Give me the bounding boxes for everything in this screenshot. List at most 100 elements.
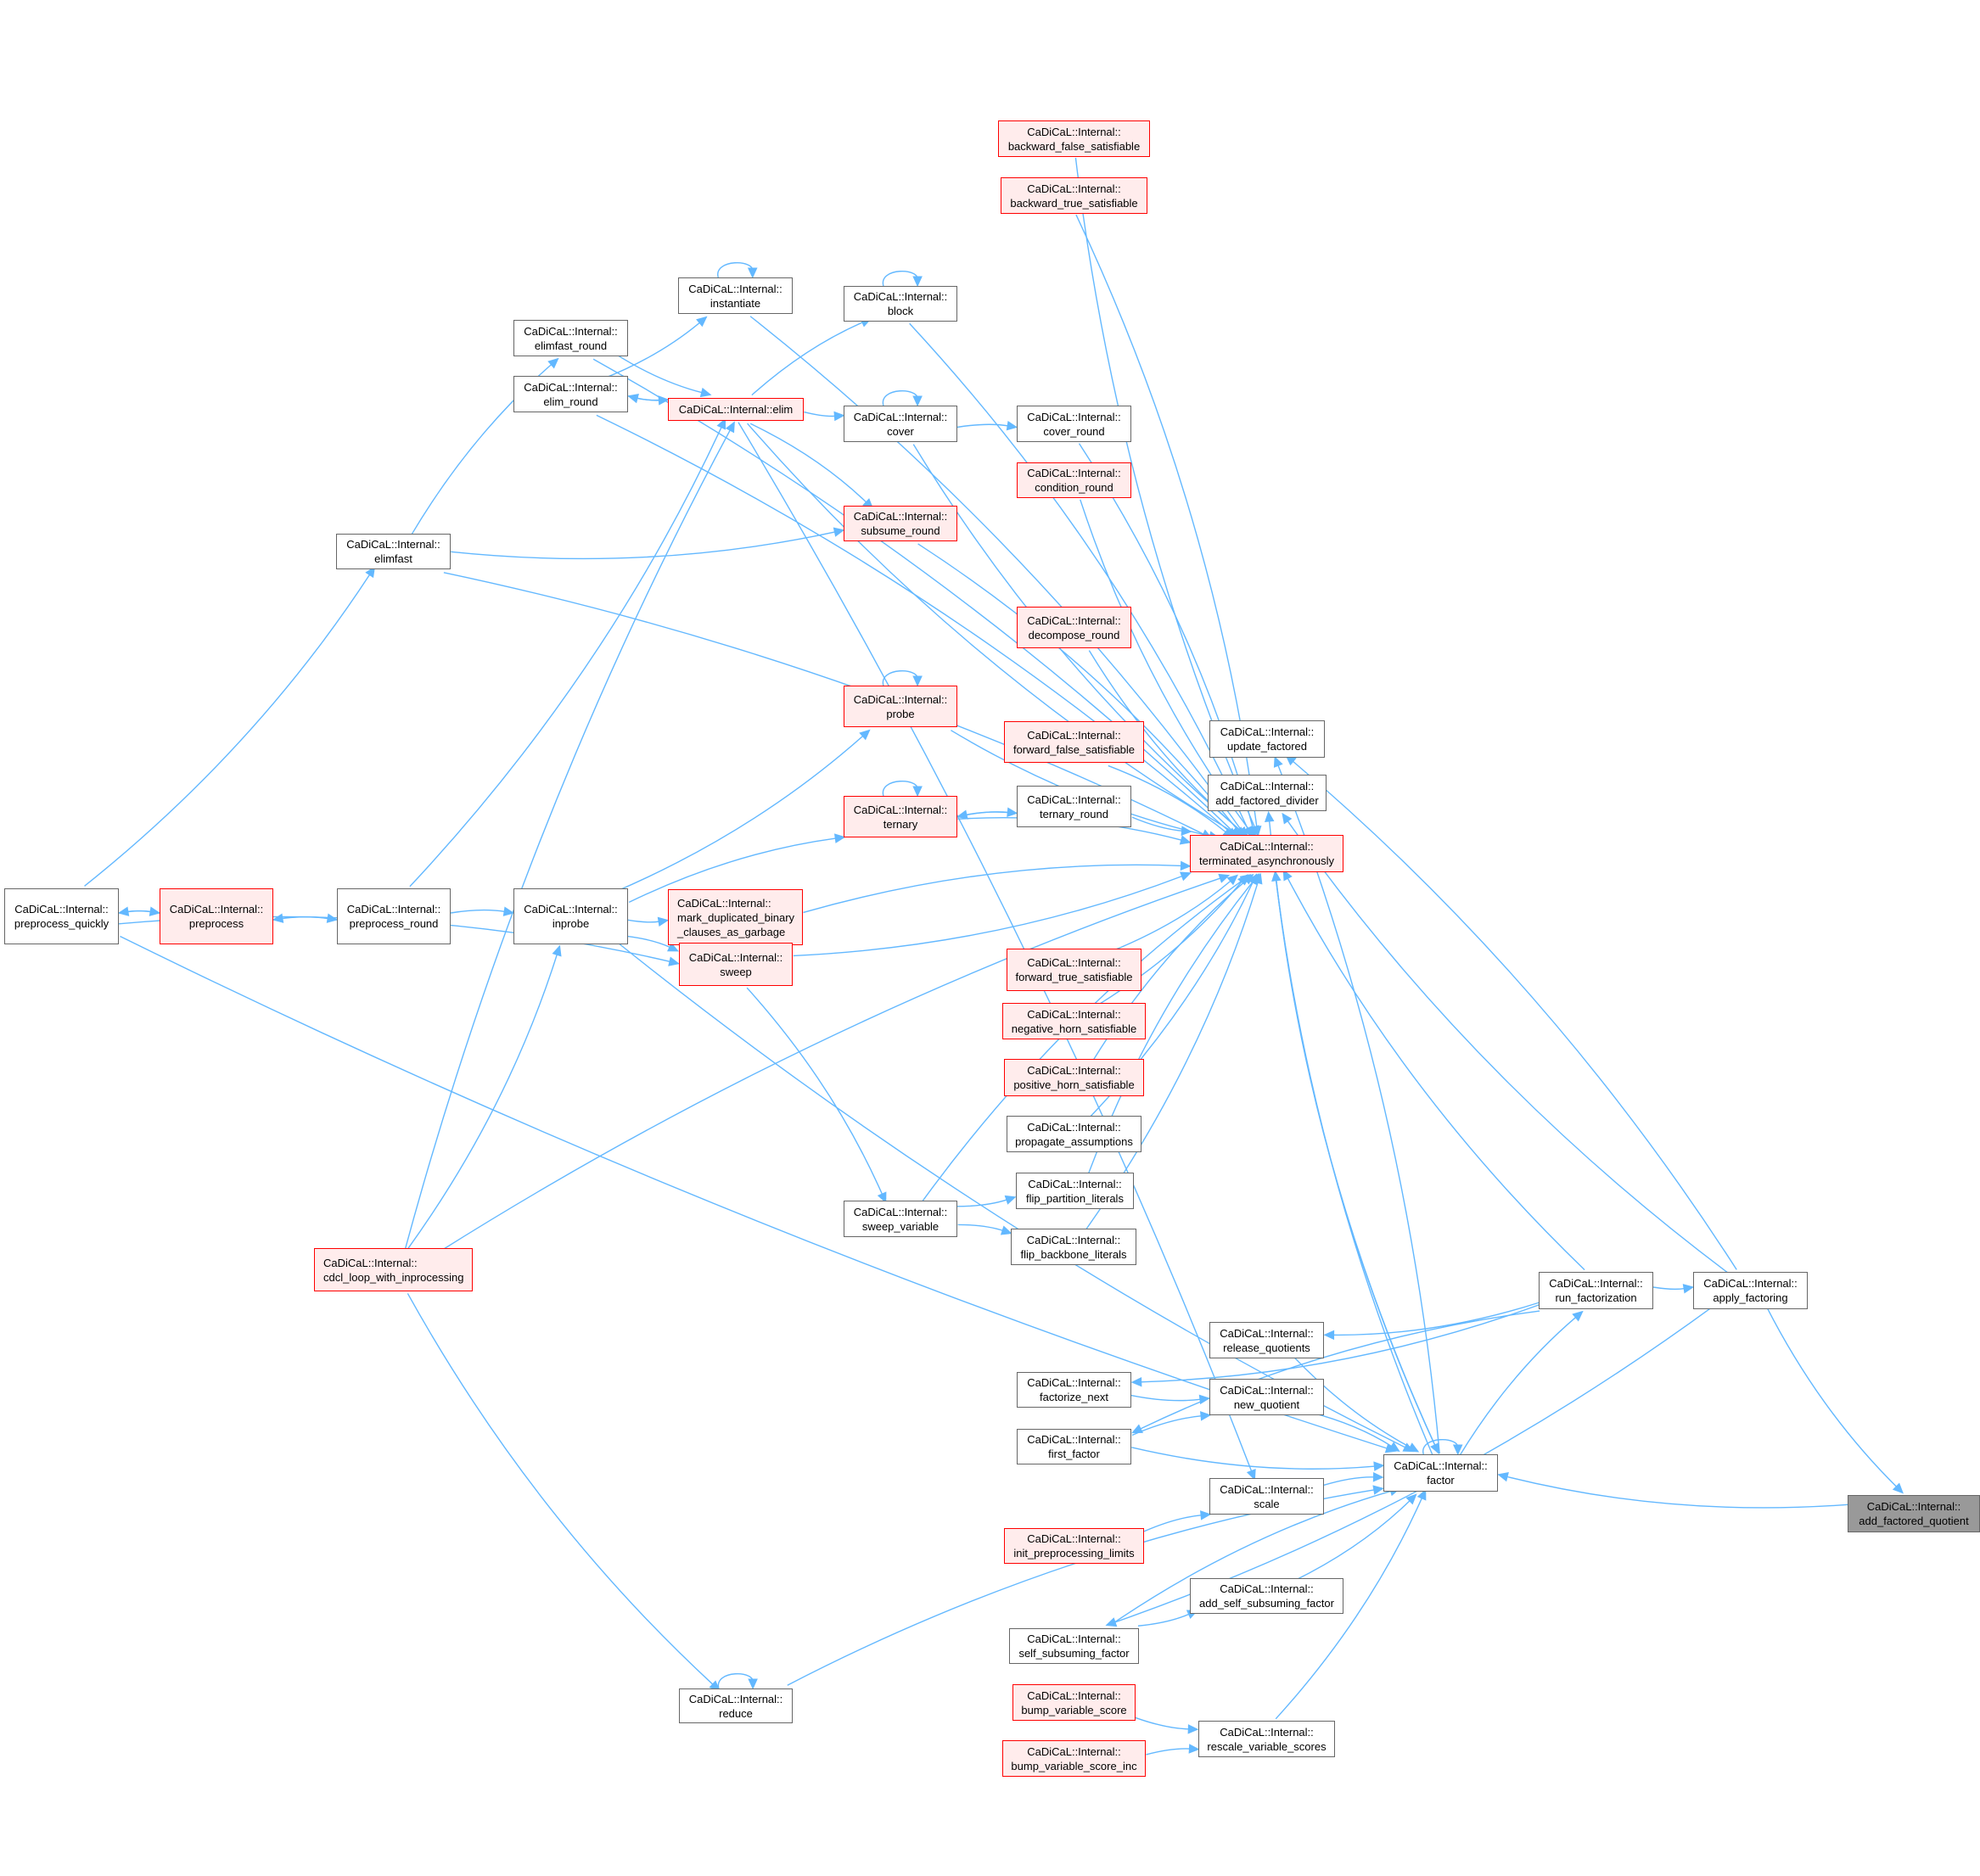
edge-new-quotient-to-factor: [1310, 1411, 1400, 1452]
node-block[interactable]: CaDiCaL::Internal::block: [844, 286, 957, 322]
edge-line: [1292, 760, 1737, 1270]
node-negative-horn-satisfiable[interactable]: CaDiCaL::Internal::negative_horn_satisfi…: [1002, 1003, 1146, 1039]
node-scale[interactable]: CaDiCaL::Internal::scale: [1209, 1478, 1324, 1515]
edge-sweep-to-sweep-variable: [746, 987, 887, 1204]
node-forward-false-satisfiable[interactable]: CaDiCaL::Internal::forward_false_satisfi…: [1004, 721, 1144, 763]
node-label-name: update_factored: [1227, 740, 1307, 753]
node-propagate-assumptions[interactable]: CaDiCaL::Internal::propagate_assumptions: [1007, 1116, 1141, 1152]
node-bump-variable-score[interactable]: CaDiCaL::Internal::bump_variable_score: [1012, 1684, 1136, 1721]
edge-line: [793, 875, 1183, 957]
node-cdcl-loop-with-inprocessing[interactable]: CaDiCaL::Internal::cdcl_loop_with_inproc…: [314, 1248, 473, 1291]
arrowhead-icon: [552, 944, 562, 957]
node-run-factorization[interactable]: CaDiCaL::Internal::run_factorization: [1539, 1272, 1653, 1309]
node-apply-factoring[interactable]: CaDiCaL::Internal::apply_factoring: [1693, 1272, 1808, 1309]
edge-line: [882, 781, 918, 797]
node-elim[interactable]: CaDiCaL::Internal::elim: [668, 398, 804, 421]
edge-init-preprocessing-limits-to-scale: [1143, 1510, 1212, 1532]
edge-add-factored-quotient-to-factor: [1497, 1472, 1848, 1509]
node-ternary-round[interactable]: CaDiCaL::Internal::ternary_round: [1017, 786, 1131, 827]
node-label-name: reduce: [719, 1706, 753, 1720]
node-release-quotients[interactable]: CaDiCaL::Internal::release_quotients: [1209, 1322, 1324, 1358]
node-label-ns: CaDiCaL::Internal::: [1220, 1725, 1314, 1739]
edge-line: [1275, 1497, 1423, 1720]
edge-line: [717, 1673, 754, 1689]
node-terminated-asynchronously[interactable]: CaDiCaL::Internal::terminated_asynchrono…: [1190, 835, 1343, 872]
arrowhead-icon: [748, 1678, 758, 1690]
node-label-name: sweep: [720, 965, 752, 978]
arrowhead-icon: [1572, 1310, 1584, 1322]
edge-line: [451, 531, 836, 560]
edge-elim-to-terminated-asynchronously: [747, 423, 1243, 838]
node-preprocess-quickly[interactable]: CaDiCaL::Internal::preprocess_quickly: [4, 888, 119, 944]
arrowhead-icon: [1006, 420, 1018, 431]
node-probe[interactable]: CaDiCaL::Internal::probe: [844, 686, 957, 727]
node-inprobe[interactable]: CaDiCaL::Internal::inprobe: [513, 888, 628, 944]
node-mark-duplicated[interactable]: CaDiCaL::Internal::mark_duplicated_binar…: [668, 889, 803, 945]
node-backward-false-satisfiable[interactable]: CaDiCaL::Internal::backward_false_satisf…: [998, 120, 1150, 157]
arrowhead-icon: [1372, 1472, 1384, 1482]
node-rescale-variable-scores[interactable]: CaDiCaL::Internal::rescale_variable_scor…: [1198, 1721, 1335, 1757]
node-label-ns: CaDiCaL::Internal::: [853, 692, 948, 706]
node-label-ns: CaDiCaL::Internal::: [677, 896, 771, 910]
node-reduce[interactable]: CaDiCaL::Internal::reduce: [679, 1688, 793, 1723]
node-preprocess-round[interactable]: CaDiCaL::Internal::preprocess_round: [337, 888, 451, 944]
edge-run-factorization-to-terminated-asynchronously: [1282, 869, 1585, 1271]
node-preprocess[interactable]: CaDiCaL::Internal::preprocess: [160, 888, 273, 944]
node-factor[interactable]: CaDiCaL::Internal::factor: [1383, 1454, 1498, 1492]
node-label-ns: CaDiCaL::Internal::: [1027, 125, 1121, 138]
node-label-ns: CaDiCaL::Internal::: [1027, 1632, 1121, 1645]
node-forward-true-satisfiable[interactable]: CaDiCaL::Internal::forward_true_satisfia…: [1007, 949, 1141, 991]
node-add-self-subsuming-factor[interactable]: CaDiCaL::Internal::add_self_subsuming_fa…: [1190, 1578, 1343, 1614]
node-condition-round[interactable]: CaDiCaL::Internal::condition_round: [1017, 462, 1131, 498]
edge-line: [749, 316, 1242, 832]
node-flip-partition-literals[interactable]: CaDiCaL::Internal::flip_partition_litera…: [1016, 1173, 1134, 1209]
node-positive-horn-satisfiable[interactable]: CaDiCaL::Internal::positive_horn_satisfi…: [1004, 1059, 1144, 1096]
node-decompose-round[interactable]: CaDiCaL::Internal::decompose_round: [1017, 607, 1131, 648]
edge-line: [636, 397, 669, 401]
node-label-name: block: [887, 305, 914, 317]
arrowhead-icon: [833, 833, 846, 843]
node-elimfast-round[interactable]: CaDiCaL::Internal::elimfast_round: [513, 320, 628, 356]
node-cover[interactable]: CaDiCaL::Internal::cover: [844, 406, 957, 442]
node-backward-true-satisfiable[interactable]: CaDiCaL::Internal::backward_true_satisfi…: [1001, 177, 1147, 214]
node-label-ns: CaDiCaL::Internal::: [524, 380, 618, 394]
node-add-factored-divider[interactable]: CaDiCaL::Internal::add_factored_divider: [1208, 775, 1327, 811]
node-bump-variable-score-inc[interactable]: CaDiCaL::Internal::bump_variable_score_i…: [1002, 1740, 1146, 1777]
node-init-preprocessing-limits[interactable]: CaDiCaL::Internal::init_preprocessing_li…: [1004, 1528, 1144, 1564]
node-add-factored-quotient[interactable]: CaDiCaL::Internal::add_factored_quotient: [1848, 1495, 1980, 1532]
edge-line: [407, 1293, 714, 1686]
node-cover-round[interactable]: CaDiCaL::Internal::cover_round: [1017, 406, 1131, 442]
node-sweep-variable[interactable]: CaDiCaL::Internal::sweep_variable: [844, 1201, 957, 1237]
node-instantiate[interactable]: CaDiCaL::Internal::instantiate: [678, 277, 793, 314]
node-update-factored[interactable]: CaDiCaL::Internal::update_factored: [1209, 720, 1325, 758]
edge-inprobe-to-ternary: [628, 833, 846, 904]
edge-cdcl-loop-with-inprocessing-to-terminated-asynchronously: [440, 873, 1231, 1252]
arrowhead-icon: [502, 906, 515, 916]
node-first-factor[interactable]: CaDiCaL::Internal::first_factor: [1017, 1429, 1131, 1464]
arrowhead-icon: [1181, 826, 1192, 836]
arrowhead-icon: [117, 906, 130, 916]
arrowhead-icon: [547, 357, 559, 369]
node-label-name: sweep_variable: [861, 1219, 940, 1233]
edge-preprocess-round-to-inprobe: [450, 906, 515, 916]
node-elim-round[interactable]: CaDiCaL::Internal::elim_round: [513, 376, 628, 412]
edge-cdcl-loop-with-inprocessing-to-elim: [404, 421, 735, 1250]
node-elimfast[interactable]: CaDiCaL::Internal::elimfast: [336, 534, 451, 569]
node-label-ns: CaDiCaL::Internal::: [1028, 1177, 1122, 1190]
edge-line: [738, 422, 1253, 1472]
node-ternary[interactable]: CaDiCaL::Internal::ternary: [844, 796, 957, 837]
node-flip-backbone-literals[interactable]: CaDiCaL::Internal::flip_backbone_literal…: [1011, 1229, 1136, 1265]
node-sweep[interactable]: CaDiCaL::Internal::sweep: [679, 943, 793, 986]
edge-line: [957, 1224, 1004, 1232]
arrowhead-icon: [1130, 1376, 1142, 1387]
edge-factorize-next-to-new-quotient: [1130, 1394, 1211, 1405]
edge-preprocess-quickly-to-elimfast: [84, 566, 376, 887]
node-factorize-next[interactable]: CaDiCaL::Internal::factorize_next: [1017, 1372, 1131, 1408]
node-new-quotient[interactable]: CaDiCaL::Internal::new_quotient: [1209, 1379, 1324, 1415]
edge-sweep-variable-to-flip-partition-literals: [956, 1195, 1017, 1207]
edge-first-factor-to-factor: [1131, 1447, 1385, 1471]
node-subsume-round[interactable]: CaDiCaL::Internal::subsume_round: [844, 506, 957, 541]
node-label-ns: CaDiCaL::Internal::: [1703, 1277, 1798, 1290]
node-self-subsuming-factor[interactable]: CaDiCaL::Internal::self_subsuming_factor: [1009, 1628, 1139, 1664]
edge-line: [1332, 1302, 1540, 1336]
